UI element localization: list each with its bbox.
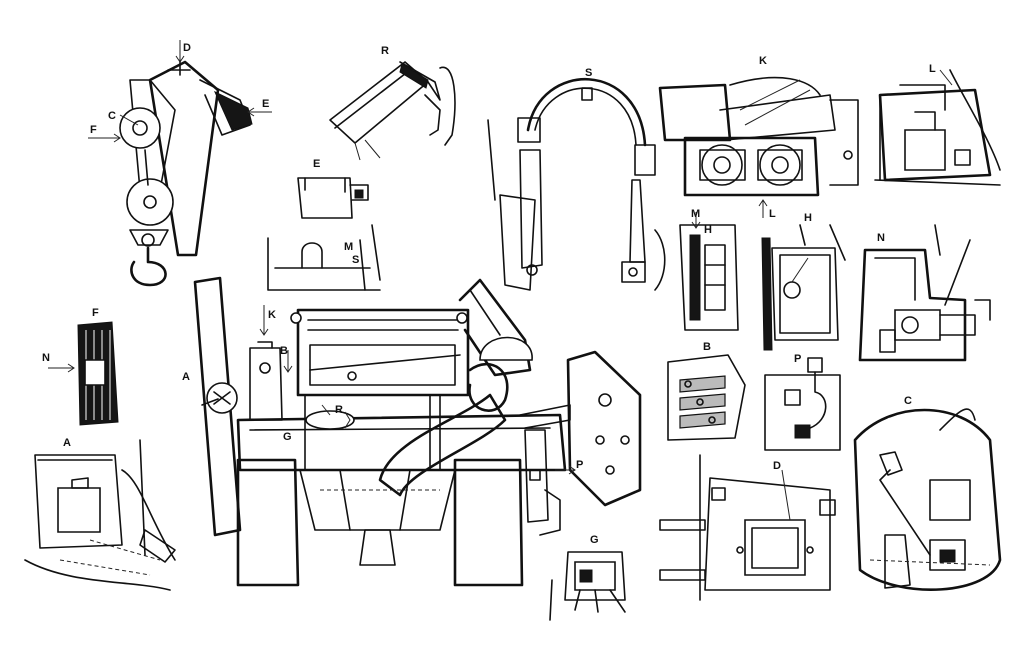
label-p-main: P xyxy=(576,459,583,471)
label-e-mid: E xyxy=(313,158,320,170)
label-h-right2: H xyxy=(804,212,812,224)
detail-c-linkage: C xyxy=(853,395,1002,591)
detail-a-battery-box: A xyxy=(24,437,176,591)
label-a-main: A xyxy=(182,371,190,383)
label-n-right: N xyxy=(877,232,885,244)
detail-p-pressure-switch: P xyxy=(764,353,841,451)
label-n-inset: N xyxy=(42,352,50,364)
label-g-bottom: G xyxy=(590,534,599,546)
label-b-main: B xyxy=(280,345,288,357)
detail-e-bracket: E M S xyxy=(267,158,381,291)
label-m-mid: M xyxy=(344,241,353,253)
label-c-left: C xyxy=(108,110,116,122)
detail-b-fuse-block: B xyxy=(667,341,746,441)
label-g-main: G xyxy=(283,431,292,443)
label-l-top: L xyxy=(929,63,936,75)
label-l-arrow: L xyxy=(769,208,776,220)
label-s-mid: S xyxy=(352,254,359,266)
detail-d-control-box: D xyxy=(659,454,836,601)
detail-n-starter-motor: N xyxy=(858,224,991,362)
label-b-right: B xyxy=(703,341,711,353)
main-vehicle-assembly: A K B G R P xyxy=(182,276,642,587)
label-k-main: K xyxy=(268,309,276,321)
label-d-top: D xyxy=(183,42,191,54)
label-d-right: D xyxy=(773,460,781,472)
label-h-right1: H xyxy=(704,224,712,236)
label-a-inset: A xyxy=(63,437,71,449)
label-r-top: R xyxy=(381,45,389,57)
detail-h-mounting-frame: H xyxy=(761,212,846,351)
detail-m-h-terminal-strip: M H xyxy=(679,208,739,331)
label-f-arrow: F xyxy=(90,124,97,136)
label-p-right: P xyxy=(794,353,801,365)
detail-f-relay-bank: F N xyxy=(42,307,119,426)
label-m-right: M xyxy=(691,208,700,220)
label-e-top: E xyxy=(262,98,269,110)
label-f-inset: F xyxy=(92,307,99,319)
detail-g-regulator: G xyxy=(549,534,626,621)
label-s-top: S xyxy=(585,67,592,79)
label-c-right: C xyxy=(904,395,912,407)
detail-s-hydraulic-hose: S xyxy=(487,67,666,291)
detail-l-solenoid: L xyxy=(874,63,1001,186)
label-r-main: R xyxy=(335,404,343,416)
crane-hook-assembly: D E F C xyxy=(88,40,272,287)
detail-r-light-housing: R xyxy=(329,45,456,161)
label-k-top: K xyxy=(759,55,767,67)
detail-k-motor-pair: K L xyxy=(658,55,859,220)
